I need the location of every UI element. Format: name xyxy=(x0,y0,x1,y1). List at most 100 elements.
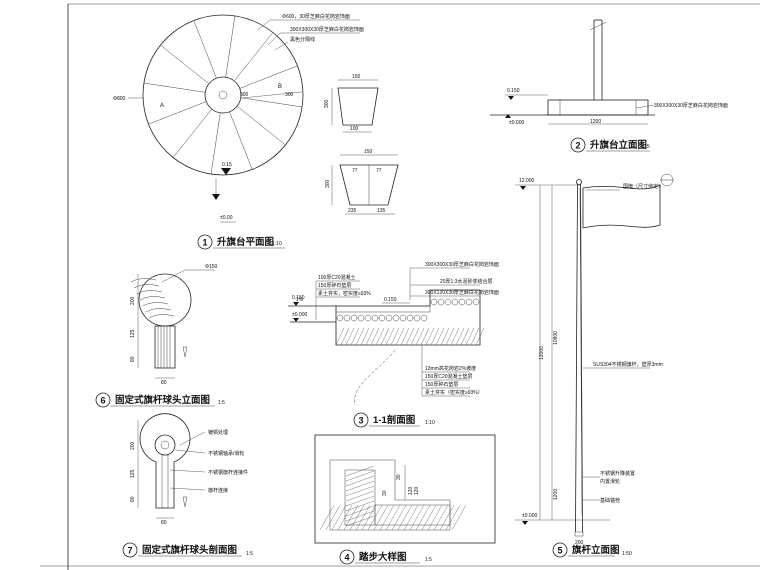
detail-hatch-line xyxy=(355,504,371,531)
plan-label-level: 0.15 xyxy=(222,162,232,168)
gravel-stone xyxy=(357,314,365,322)
gravel-stone xyxy=(385,314,393,322)
elev-label-width: 1200 xyxy=(590,119,601,125)
stone-hatch-line xyxy=(345,470,375,482)
gravel-stone xyxy=(392,314,400,322)
section-layer-concrete: 100厚C20混凝土 xyxy=(318,274,356,281)
soil-hatch-line xyxy=(475,327,485,346)
view-3-title: 1-1剖面图 xyxy=(373,414,415,426)
gravel-stone xyxy=(420,314,428,322)
soil-hatch-line xyxy=(400,327,410,346)
section-label-soil-base: 素土夯实（密实度≥93%） xyxy=(425,389,483,396)
elev-label-base-level: ±0.000 xyxy=(509,120,524,126)
detail-hatch-line xyxy=(409,504,425,531)
view-2-number: 2 xyxy=(575,141,580,151)
view-1-number: 1 xyxy=(202,238,207,248)
soil-hatch-line xyxy=(355,327,365,346)
soil-hatch-line xyxy=(450,327,460,346)
detail-hatch-line xyxy=(361,504,377,531)
step-detail-stone-hatch xyxy=(345,465,375,527)
section-label-connector: 不锈钢旗杆连接件 xyxy=(208,469,248,476)
view-4-scale: 1:5 xyxy=(425,557,432,563)
view-7-title: 固定式旗杆球头剖面图 xyxy=(142,544,237,556)
stone-hatch-line xyxy=(345,500,375,512)
detail-hatch-line xyxy=(331,504,347,531)
view-3-number: 3 xyxy=(358,416,363,426)
view-3-scale: 1:10 xyxy=(425,420,435,426)
plan-label-b: B xyxy=(278,84,282,90)
view-6-scale: 1:5 xyxy=(218,400,225,406)
detail-hatch-line xyxy=(439,504,455,531)
soil-hatch-line xyxy=(455,327,465,346)
detail-hatch-line xyxy=(433,504,449,531)
svg-text:300: 300 xyxy=(325,179,331,188)
svg-text:100: 100 xyxy=(350,126,359,132)
view-1-scale: 1:10 xyxy=(272,241,282,247)
finial-label-base-height: 80 xyxy=(130,356,136,362)
section-label-stone-slope: 13mm高花岗岩2%坡度 xyxy=(425,365,476,372)
stone-hatch-line xyxy=(345,480,375,492)
gravel-stone xyxy=(413,314,421,322)
pole-label-shaft-height: 10800 xyxy=(553,331,559,345)
gravel-stone xyxy=(406,314,414,322)
segment-detail-b: 150 77 77 300 235 135 xyxy=(325,149,399,215)
view-5-number: 5 xyxy=(557,546,562,556)
view-6-finial-elevation: Φ150 200 125 80 80 6 固定式旗杆球头立面图 1:5 xyxy=(95,264,225,408)
section-label-pole-joint: 旗杆连接 xyxy=(208,487,228,494)
detail-hatch-line xyxy=(427,504,443,531)
pole-label-winch: 不锈钢升降装置 xyxy=(600,470,635,477)
section-label-level-right: 0.150 xyxy=(384,297,397,303)
soil-hatch-line xyxy=(390,327,400,346)
segment-divider xyxy=(236,106,286,146)
view-1-plan: Φ600，30厚芝麻白花岗岩饰面 300X300X30厚芝麻白花岗岩饰面 黑色分… xyxy=(113,13,399,250)
detail-hatch-line xyxy=(325,504,341,531)
soil-hatch-line xyxy=(430,327,440,346)
stone-hatch-line xyxy=(345,475,375,487)
section-label-slope: 1% xyxy=(296,297,304,303)
gravel-stone xyxy=(465,298,473,306)
gravel-stone xyxy=(343,314,351,322)
soil-hatch-line xyxy=(375,327,385,346)
flag-shape xyxy=(582,184,661,229)
sphere-stroke xyxy=(133,284,160,289)
section-label-level-left: 0.150 xyxy=(292,295,305,301)
plan-label-base-level: ±0.00 xyxy=(220,215,233,221)
stone-hatch-line xyxy=(345,495,375,507)
finial-label-diameter: Φ150 xyxy=(205,264,218,270)
stone-hatch-line xyxy=(345,510,375,522)
pole-label-base-level: ±0.000 xyxy=(522,513,537,519)
pole-socket-circle xyxy=(218,90,228,100)
stone-hatch-line xyxy=(345,515,375,527)
plan-label-divider: 黑色分隔线 xyxy=(290,36,315,43)
detail-hatch-line xyxy=(373,504,389,531)
section-gravel-fill xyxy=(336,298,480,322)
step-dim-height-1: 120 xyxy=(408,486,414,495)
gravel-stone xyxy=(458,298,466,306)
section-label-neck-height: 125 xyxy=(130,469,136,478)
soil-hatch-line xyxy=(385,327,395,346)
finial-label-neck-height: 125 xyxy=(130,329,136,338)
detail-hatch-line xyxy=(379,504,395,531)
view-1-title: 升旗台平面图 xyxy=(217,236,274,248)
segment-divider xyxy=(240,97,303,108)
view-6-title: 固定式旗杆球头立面图 xyxy=(115,394,210,406)
gravel-stone xyxy=(371,314,379,322)
elev-label-top-level: 0.150 xyxy=(507,88,520,94)
soil-hatch-line xyxy=(350,327,360,346)
detail-hatch-line xyxy=(385,504,401,531)
view-4-title: 踏步大样图 xyxy=(359,551,407,563)
pole-label-top-level: 12.000 xyxy=(519,178,535,184)
gravel-stone xyxy=(444,298,452,306)
segment-divider xyxy=(239,65,298,89)
section-label-gravel-base: 150厚碎石垫层 xyxy=(425,381,458,388)
segment-divider xyxy=(193,20,217,79)
gravel-stone xyxy=(472,298,480,306)
section-label-base-height: 80 xyxy=(130,496,136,502)
plan-label-dim-1: 300 xyxy=(240,92,249,98)
gravel-stone xyxy=(451,298,459,306)
view-3-section: 100厚C20混凝土 150厚碎石垫层 素土夯实，密实度≥93% 1% 0.15… xyxy=(288,261,499,428)
section-label-ball-height: 200 xyxy=(130,441,136,450)
view-5-title: 旗杆立面图 xyxy=(572,544,620,556)
section-layer-soil: 素土夯实，密实度≥93% xyxy=(318,290,371,297)
soil-hatch-line xyxy=(460,327,470,346)
